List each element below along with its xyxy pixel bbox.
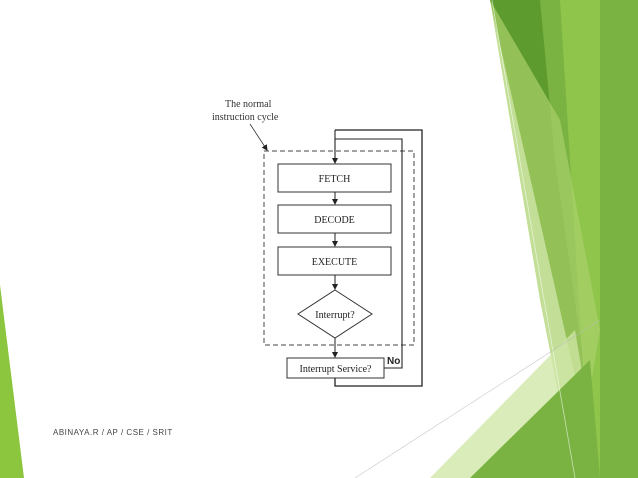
interrupt-decision-label: Interrupt? (315, 310, 355, 321)
callout-label-line-2: instruction cycle (212, 112, 279, 123)
no-label: No (387, 356, 400, 367)
interrupt-service-label: Interrupt Service? (300, 364, 372, 375)
left-accent-shape (0, 285, 24, 478)
execute-label: EXECUTE (312, 257, 358, 268)
callout-pointer (250, 124, 267, 150)
instruction-cycle-diagram: The normal instruction cycle FETCH DECOD… (200, 90, 440, 400)
fetch-label: FETCH (319, 174, 351, 185)
callout-label-line-1: The normal (225, 99, 272, 110)
footer-text: ABINAYA.R / AP / CSE / SRIT (53, 428, 173, 437)
decode-label: DECODE (314, 215, 355, 226)
